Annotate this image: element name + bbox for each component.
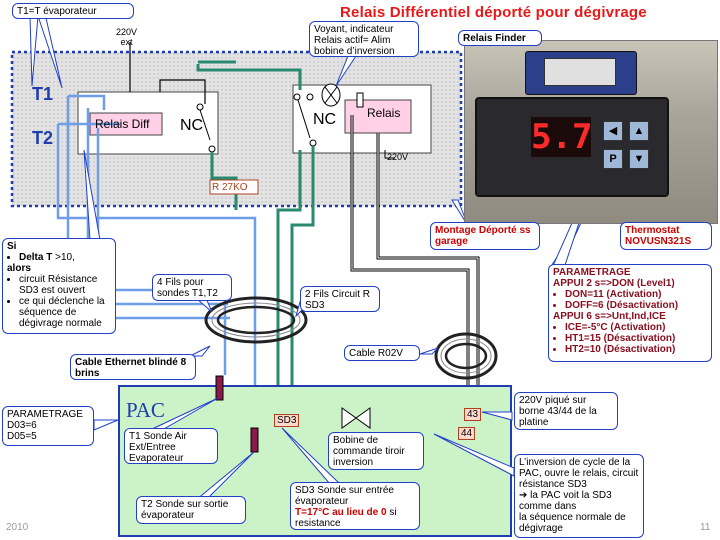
thermostat-display: 5.7	[531, 117, 593, 157]
ethernet-cable-coil	[204, 296, 308, 344]
inversion-line3: la séquence normale de dégivrage	[519, 512, 626, 534]
sd3-sonde-line2: T=17°C au lieu de 0	[295, 507, 387, 518]
inversion-line2: ➔ la PAC voit la SD3 comme dans	[519, 490, 612, 512]
resistor-box	[209, 179, 259, 195]
param-don: DON=11 (Activation)	[565, 289, 707, 300]
finder-relay-image	[525, 51, 637, 95]
nc-right-label: NC	[313, 111, 337, 128]
si-bullet-2: circuit Résistance SD3 est ouvert	[19, 274, 111, 296]
thermostat-image: 5.7 ◀ ▲ P ▼	[475, 97, 669, 197]
sd3-sonde-callout: SD3 Sonde sur entrée évaporateur T=17°C …	[290, 482, 420, 530]
delta-t-bold: Delta T	[19, 252, 53, 263]
delta-t-rest: >10,	[52, 252, 75, 263]
thermostat-photo: 5.7 ◀ ▲ P ▼	[464, 40, 718, 224]
resistor-label: R 27KO	[212, 182, 248, 193]
cable-r02v-callout: Cable R02V	[344, 345, 420, 361]
sd3-sonde-line1: SD3 Sonde sur entrée évaporateur	[295, 485, 394, 507]
param-doff: DOFF=6 (Désactivation)	[565, 300, 707, 311]
si-bullet-3: ce qui déclenche la séquence de dégivrag…	[19, 296, 111, 329]
sd3-sonde-line3: si resistance	[295, 507, 397, 529]
relais-diff-label: Relais Diff	[95, 117, 150, 131]
fils-4-callout: 4 Fils pour sondes T1,T2	[152, 274, 232, 301]
param-appui6: APPUI 6 s=>Unt,Ind,ICE	[553, 311, 666, 322]
si-callout: Si Delta T >10, alors circuit Résistance…	[2, 238, 116, 334]
param-pac-line2: D05=5	[7, 431, 37, 442]
cable-ethernet-callout: Cable Ethernet blindé 8 brins	[70, 354, 196, 380]
sd3-terminal: SD3	[274, 414, 300, 427]
thermostat-callout: Thermostat NOVUSN321S	[620, 222, 712, 250]
t1-label: T1	[32, 84, 54, 104]
param-ht1: HT1=15 (Désactivation)	[565, 333, 707, 344]
pac-label: PAC	[126, 398, 165, 422]
si-line: Si	[7, 241, 17, 252]
power-220-label: 220V	[387, 152, 409, 162]
param-ice: ICE=-5°C (Activation)	[565, 322, 707, 333]
param-ht2: HT2=10 (Désactivation)	[565, 344, 707, 355]
t2-sonde-callout: T2 Sonde sur sortie évaporateur	[136, 496, 246, 524]
montage-callout: Montage Déporté ss garage	[430, 222, 540, 250]
page-title: Relais Différentiel déporté pour dégivra…	[340, 4, 647, 21]
button-up-icon[interactable]: ▲	[629, 121, 649, 141]
button-p[interactable]: P	[603, 149, 623, 169]
param-thermo-header: PARAMETRAGE	[553, 267, 631, 278]
fils-2-callout: 2 Fils Circuit R SD3	[300, 286, 380, 312]
param-pac-callout: PARAMETRAGE D03=6 D05=5	[2, 406, 94, 446]
t1-callout: T1=T évaporateur	[12, 3, 134, 19]
power-borne-callout: 220V piqué sur borne 43/44 de la platine	[514, 392, 618, 430]
param-appui2: APPUI 2 s=>DON (Level1)	[553, 278, 675, 289]
t1-sonde-callout: T1 Sonde Air Ext/Entree Evaporateur	[124, 428, 218, 464]
alors-line: alors	[7, 263, 31, 274]
t1-probe	[215, 375, 224, 401]
nc-left-label: NC	[180, 117, 204, 134]
page-number: 11	[700, 522, 711, 533]
r02v-cable-coil	[434, 332, 498, 380]
bobine-callout: Bobine de commande tiroir inversion	[328, 432, 424, 470]
t2-probe	[250, 427, 259, 453]
valve-symbol	[341, 407, 371, 429]
relais-finder-callout: Relais Finder	[458, 30, 542, 46]
button-left-icon[interactable]: ◀	[603, 121, 623, 141]
relais-inner	[344, 99, 412, 134]
t2-label: T2	[32, 128, 54, 148]
param-pac-line1: D03=6	[7, 420, 37, 431]
voyant-callout: Voyant, indicateur Relais actif= Alim bo…	[309, 21, 419, 57]
param-thermo-callout: PARAMETRAGE APPUI 2 s=>DON (Level1) DON=…	[548, 264, 712, 362]
year-label: 2010	[6, 522, 29, 533]
power-220-ext-label: 220V ext	[116, 27, 138, 47]
relais-label: Relais	[367, 106, 401, 120]
terminal-44: 44	[458, 427, 476, 440]
button-down-icon[interactable]: ▼	[629, 149, 649, 169]
terminal-43: 43	[464, 408, 482, 421]
param-pac-header: PARAMETRAGE	[7, 409, 83, 420]
display-value: 5.7	[531, 117, 593, 157]
inversion-line1: L’inversion de cycle de la PAC, ouvre le…	[519, 457, 639, 490]
inversion-callout: L’inversion de cycle de la PAC, ouvre le…	[514, 454, 644, 538]
